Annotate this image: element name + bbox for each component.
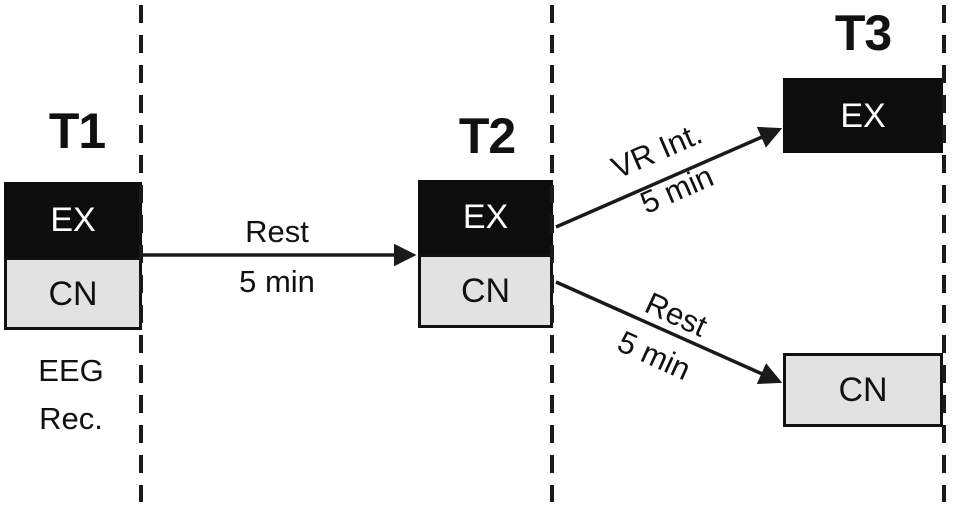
t1-control-group-box: CN [4, 257, 142, 330]
eeg-note-line2: Rec. [39, 401, 103, 436]
t2-experimental-group-box: EX [418, 180, 553, 254]
t2-control-group-box: CN [418, 254, 553, 328]
timepoint-label-t2: T2 [458, 108, 516, 164]
eeg-recording-note: EEG Rec. [10, 347, 132, 443]
arrow-t1-t2-label-line2: 5 min [239, 264, 315, 299]
t1-experimental-group-box: EX [4, 182, 142, 257]
timepoint-label-t1: T1 [48, 103, 106, 159]
timepoint-label-t3: T3 [834, 5, 892, 61]
t3-control-group-box: CN [783, 353, 943, 427]
t3-experimental-group-box: EX [783, 78, 943, 153]
eeg-note-line1: EEG [38, 353, 104, 388]
arrow-t1-t2-label-line1: Rest [245, 214, 309, 249]
